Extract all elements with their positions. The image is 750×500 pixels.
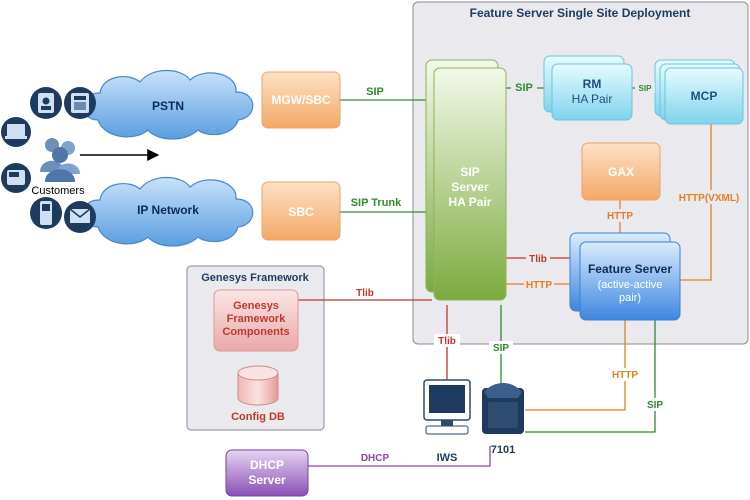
iws-label: IWS [437, 452, 458, 464]
feature-server-label-2: (active-active [598, 279, 663, 291]
sbc-label: SBC [288, 205, 314, 219]
mcp-box: MCP [654, 59, 744, 125]
pstn-sip-label: SIP [366, 86, 384, 98]
sbc-box: SBC [261, 181, 341, 241]
fs-phone-sip-label: SIP [647, 400, 663, 411]
customers-group: Customers [1, 87, 96, 233]
rm-box: RM HA Pair [543, 55, 633, 121]
badge-icon [30, 87, 62, 119]
feature-server-label-3: pair) [619, 292, 641, 304]
mcp-label: MCP [691, 89, 718, 103]
mobile-phone-icon [30, 197, 62, 229]
link-dhcp [308, 446, 491, 467]
deployment-title: Feature Server Single Site Deployment [470, 6, 691, 20]
dhcp-label-1: DHCP [250, 458, 284, 472]
dhcp-link-label: DHCP [361, 453, 390, 464]
customers-label: Customers [31, 185, 85, 197]
email-icon [64, 201, 96, 233]
framework-components-box: Genesys Framework Components [213, 289, 299, 352]
framework-components-label-2: Framework [227, 313, 287, 325]
framework-components-label-1: Genesys [233, 300, 279, 312]
link-http-vxml [670, 124, 712, 281]
phone-sip-label: SIP [493, 343, 509, 354]
sip-server-label-1: SIP [460, 165, 479, 179]
dhcp-server-box: DHCP Server [225, 449, 309, 497]
rm-label-1: RM [583, 77, 602, 91]
sip-server-box: SIP Server HA Pair [425, 59, 507, 301]
mgw-sbc-box: MGW/SBC [261, 71, 341, 129]
gax-label: GAX [608, 165, 634, 179]
mgw-sbc-label: MGW/SBC [271, 93, 331, 107]
feature-server-box: Feature Server (active-active pair) [569, 232, 681, 321]
sip-trunk-label: SIP Trunk [351, 197, 402, 209]
iws-workstation-icon: IWS [423, 379, 471, 464]
fs-tlib-label: Tlib [529, 254, 547, 265]
config-db-icon: Config DB [231, 365, 285, 423]
pstn-cloud: PSTN [82, 70, 254, 140]
fax-icon [1, 163, 31, 193]
gax-http-label: HTTP [607, 211, 633, 222]
gax-box: GAX [581, 142, 661, 201]
framework-components-label-3: Components [222, 326, 289, 338]
deskphone-icon [64, 87, 96, 119]
fs-phone-http-label: HTTP [612, 370, 638, 381]
feature-server-label-1: Feature Server [588, 262, 672, 276]
rm-label-2: HA Pair [572, 92, 613, 106]
rm-mcp-sip-label: SIP [639, 84, 653, 93]
link-fs-phone-sip [525, 318, 656, 433]
config-db-label: Config DB [231, 411, 285, 423]
link-fs-phone-http [525, 318, 626, 411]
rm-sip-label: SIP [515, 82, 533, 94]
http-vxml-label: HTTP(VXML) [679, 193, 740, 204]
ip-network-label: IP Network [137, 203, 199, 217]
pstn-label: PSTN [152, 99, 184, 113]
link-labels: SIP SIP Trunk SIP SIP HTTP(VXML) HTTP Tl… [351, 81, 743, 464]
iws-tlib-label: Tlib [438, 336, 456, 347]
phone-7101-icon: 7101 [482, 383, 524, 456]
ip-network-cloud: IP Network [82, 177, 254, 247]
dhcp-label-2: Server [248, 473, 286, 487]
framework-title: Genesys Framework [201, 272, 309, 284]
people-icon [40, 138, 80, 182]
fw-tlib-label: Tlib [356, 288, 374, 299]
fs-http-label: HTTP [526, 280, 552, 291]
phone-7101-label: 7101 [491, 444, 515, 456]
sip-server-label-2: Server [451, 180, 489, 194]
laptop-icon [1, 117, 31, 147]
sip-server-label-3: HA Pair [449, 195, 492, 209]
